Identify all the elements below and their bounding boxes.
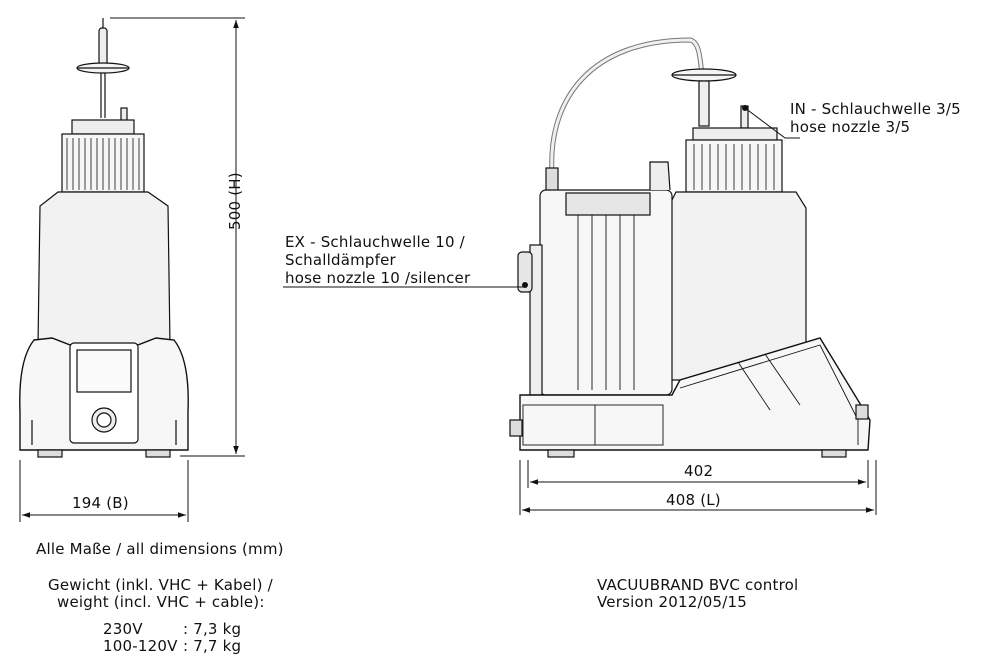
length-outer-label: 408 (L) (666, 491, 721, 509)
side-view (509, 37, 871, 458)
front-probe (98, 27, 108, 69)
exhaust-callout-line2: Schalldämpfer (285, 251, 396, 269)
inlet-callout-line1: IN - Schlauchwelle 3/5 (790, 100, 961, 118)
height-label: 500 (H) (226, 172, 244, 230)
width-label: 194 (B) (72, 494, 129, 512)
length-inner-label: 402 (684, 462, 714, 480)
inlet-callout-line2: hose nozzle 3/5 (790, 118, 911, 136)
weight-value-230: : 7,3 kg (183, 620, 242, 638)
weight-voltage-230: 230V (103, 620, 143, 638)
weight-voltage-100-120: 100-120V (103, 637, 178, 655)
inlet-leader (744, 107, 800, 139)
front-bottle (37, 191, 171, 346)
weight-title-en: weight (incl. VHC + cable): (57, 593, 265, 611)
pump-handle (649, 161, 671, 191)
product-name: VACUUBRAND BVC control (597, 576, 799, 594)
exhaust-callout-line3: hose nozzle 10 /silencer (285, 269, 471, 287)
weight-value-100-120: : 7,7 kg (183, 637, 242, 655)
front-cap-top (71, 119, 135, 135)
version-label: Version 2012/05/15 (597, 593, 747, 611)
dimensions-unit-note: Alle Maße / all dimensions (mm) (36, 540, 284, 558)
side-base (519, 337, 871, 451)
exhaust-callout-line1: EX - Schlauchwelle 10 / (285, 233, 465, 251)
side-hose (549, 37, 705, 173)
front-view (19, 18, 189, 458)
exhaust-connector (517, 251, 533, 293)
weight-title-de: Gewicht (inkl. VHC + Kabel) / (48, 576, 273, 594)
